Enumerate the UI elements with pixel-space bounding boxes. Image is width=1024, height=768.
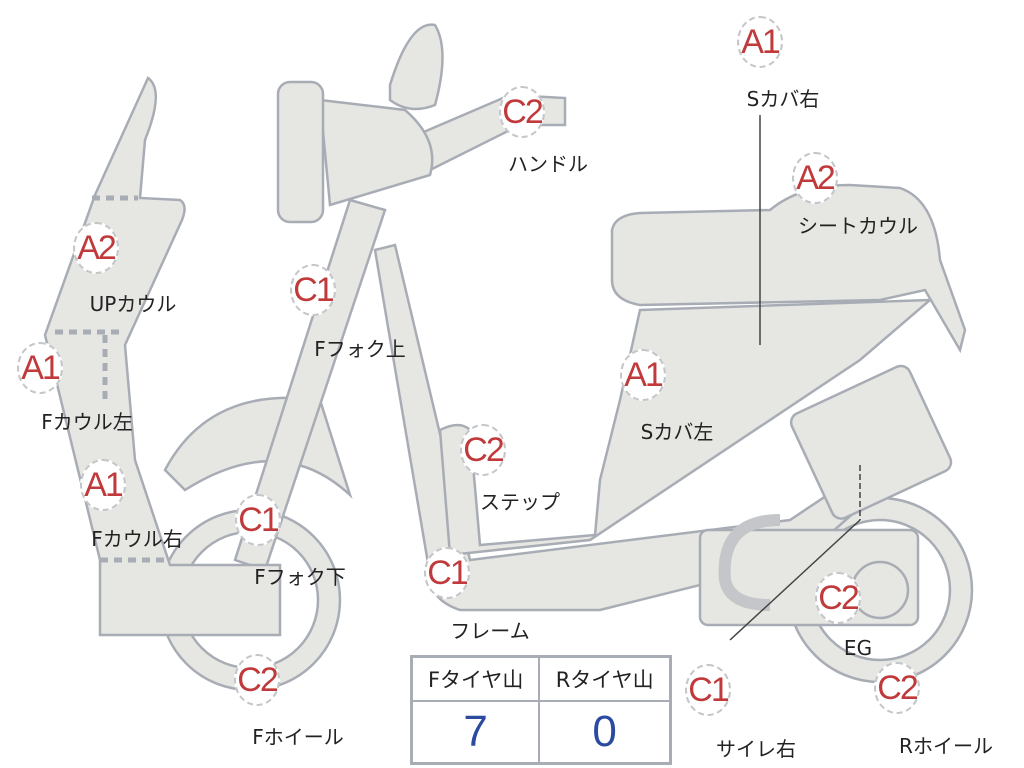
part-label: Sカバ左 [640,420,714,444]
grade-badge[interactable]: A2 [73,222,119,274]
front-fender-shape [163,396,353,500]
part-label: Fホイール [252,725,344,749]
seat-shape [610,183,967,354]
grade-badge[interactable]: A1 [737,16,783,68]
headlight-shape [276,80,325,224]
part-label: Fカウル左 [41,410,133,434]
part-label: Fカウル右 [91,527,183,551]
grade-badge[interactable]: C2 [874,662,920,714]
grade-badge[interactable]: C2 [499,86,545,138]
grade-badge[interactable]: A2 [792,152,838,204]
part-label: Sカバ右 [746,87,820,111]
part-label: Rホイール [899,734,993,758]
grade-badge[interactable]: C2 [815,572,861,624]
rear-tire-value: 0 [538,700,672,765]
grade-badge[interactable]: C2 [460,424,506,476]
grade-badge[interactable]: C1 [235,494,281,546]
part-label: サイレ右 [716,737,796,761]
part-label: Fフォク下 [254,565,346,589]
part-label: ハンドル [508,152,588,176]
mirror-shape [388,23,444,111]
front-tire-header: Fタイヤ山 [410,655,541,702]
grade-badge[interactable]: A1 [17,342,63,394]
part-label: UPカウル [89,292,177,316]
rear-tire-header: Rタイヤ山 [538,655,672,702]
tire-tread-table: Fタイヤ山 Rタイヤ山 7 0 [410,655,672,765]
handle-cover-shape [318,98,434,207]
part-label: EG [843,636,873,660]
front-tire-value: 7 [410,700,541,765]
grade-badge[interactable]: C1 [424,547,470,599]
part-label: ステップ [480,490,560,514]
grade-badge[interactable]: C1 [290,264,336,316]
grade-badge[interactable]: C2 [234,654,280,706]
rear-hub-shape [850,560,910,620]
part-label: フレーム [450,619,530,643]
part-label: シートカウル [798,214,918,238]
part-label: Fフォク上 [314,337,406,361]
grade-badge[interactable]: C1 [685,664,731,716]
grade-badge[interactable]: A1 [620,349,666,401]
muffler-shape [789,364,953,520]
grade-badge[interactable]: A1 [80,459,126,511]
